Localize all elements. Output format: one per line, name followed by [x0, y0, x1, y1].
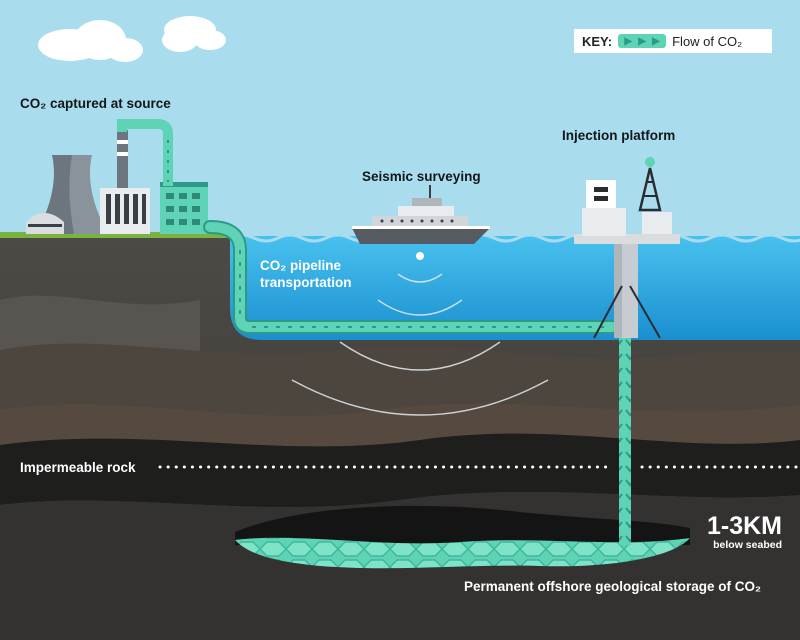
label-pipeline-line1: CO₂ pipeline: [260, 258, 342, 273]
power-station-icon: [26, 130, 208, 234]
reservoir-cap: [235, 505, 690, 545]
seismic-waves: [291, 273, 549, 416]
capture-duct: [117, 119, 173, 186]
storage-reservoir: [235, 537, 690, 569]
label-impermeable-rock: Impermeable rock: [20, 460, 136, 475]
co2-pipeline: [205, 222, 617, 332]
sonar-ping: [416, 252, 424, 260]
depth-indicator: 1-3KM below seabed: [668, 513, 782, 552]
co2-pipeline-arrows: [239, 250, 612, 328]
label-injection-platform: Injection platform: [562, 128, 676, 143]
label-permanent-storage: Permanent offshore geological storage of…: [464, 579, 762, 594]
legend-key-label: Flow of CO₂: [672, 33, 743, 49]
cloud-icon: [162, 28, 198, 52]
legend-key-title: KEY:: [582, 33, 613, 49]
label-captured-at-source: CO₂ captured at source: [20, 96, 171, 111]
depth-value: 1-3KM: [706, 512, 782, 540]
label-pipeline-line2: transportation: [260, 275, 352, 290]
cloud-icon: [38, 16, 226, 62]
label-seismic-surveying: Seismic surveying: [362, 169, 481, 184]
chevron-icon: ▶▶▶: [618, 34, 667, 48]
oil-rig-icon: [574, 157, 680, 339]
legend-key: KEY: ▶▶▶ Flow of CO₂: [574, 29, 772, 53]
sea: [230, 236, 800, 340]
ship-icon: [352, 185, 490, 244]
depth-caption: below seabed: [713, 539, 782, 551]
wave-line: [229, 233, 800, 243]
impermeable-rock-layer: [0, 433, 800, 508]
injection-well: [619, 337, 631, 545]
grass-strip: [0, 232, 230, 238]
